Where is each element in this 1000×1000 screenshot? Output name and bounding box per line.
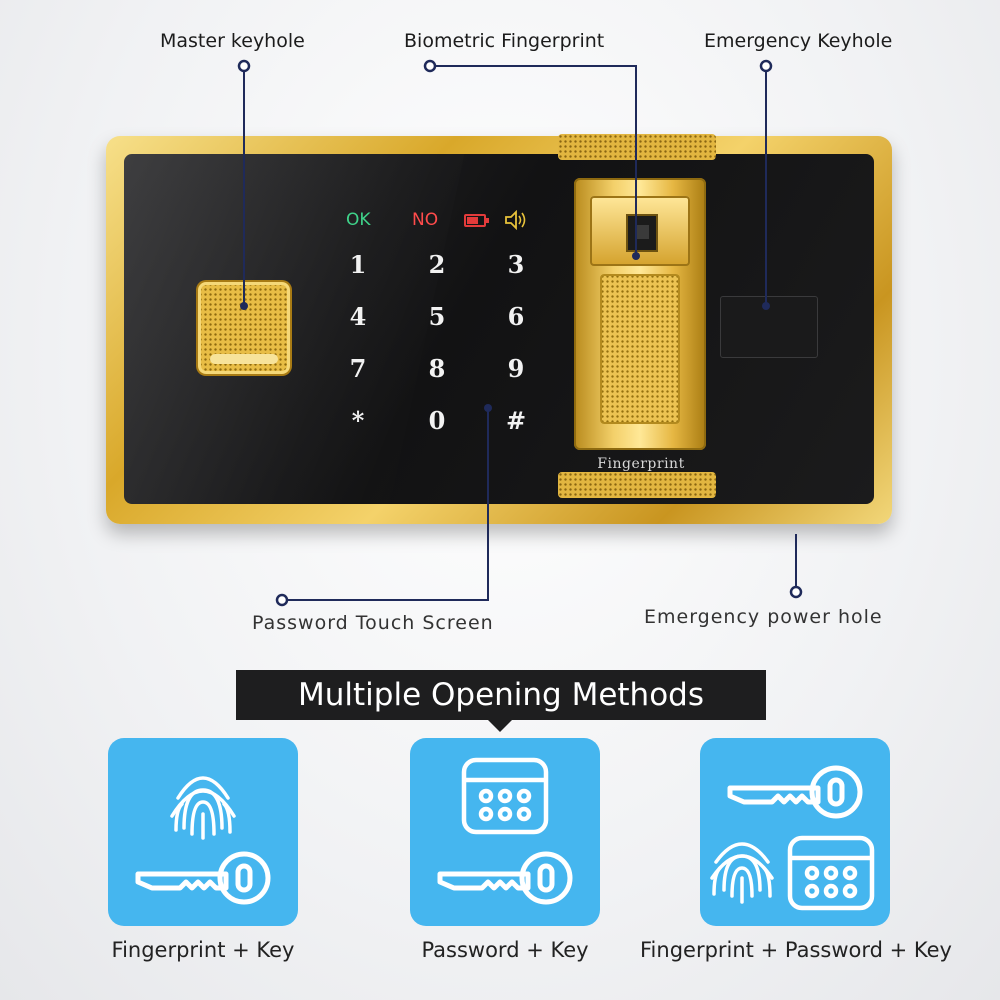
banner-notch bbox=[486, 718, 514, 732]
key-8[interactable]: 8 bbox=[428, 354, 446, 383]
key-icon bbox=[437, 851, 573, 905]
key-0[interactable]: 0 bbox=[428, 406, 446, 435]
speaker-icon bbox=[505, 210, 526, 230]
status-no-indicator: NO bbox=[412, 210, 439, 230]
speaker-grill-bottom bbox=[558, 472, 716, 498]
key-3[interactable]: 3 bbox=[507, 250, 525, 279]
fingerprint-grip bbox=[600, 274, 680, 424]
fingerprint-housing bbox=[574, 178, 706, 450]
key-hash[interactable]: # bbox=[505, 406, 527, 435]
key-icon bbox=[135, 851, 271, 905]
key-4[interactable]: 4 bbox=[349, 302, 367, 331]
key-5[interactable]: 5 bbox=[428, 302, 446, 331]
keypad-icon bbox=[787, 835, 875, 911]
panel-glass: OK NO 1 2 3 4 5 6 7 8 9 * 0 # bbox=[124, 154, 874, 504]
battery-icon bbox=[464, 214, 489, 227]
safe-control-panel: OK NO 1 2 3 4 5 6 7 8 9 * 0 # bbox=[106, 134, 892, 524]
section-banner: Multiple Opening Methods bbox=[236, 670, 766, 720]
key-7[interactable]: 7 bbox=[349, 354, 367, 383]
fingerprint-label: Fingerprint bbox=[597, 456, 685, 472]
method-card-password-key bbox=[410, 738, 600, 926]
keypad-icon bbox=[461, 757, 549, 835]
callout-emergency-keyhole: Emergency Keyhole bbox=[704, 30, 893, 52]
callout-password-touch-screen: Password Touch Screen bbox=[252, 612, 494, 634]
method-card-fingerprint-password-key bbox=[700, 738, 890, 926]
status-ok-indicator: OK bbox=[346, 210, 371, 230]
fingerprint-sensor[interactable] bbox=[626, 214, 658, 252]
method-card-fingerprint-key bbox=[108, 738, 298, 926]
key-1[interactable]: 1 bbox=[349, 250, 367, 279]
callout-emergency-power-hole: Emergency power hole bbox=[644, 606, 883, 628]
fingerprint-head bbox=[590, 196, 690, 266]
callout-master-keyhole: Master keyhole bbox=[160, 30, 305, 52]
method-label-fingerprint-password-key: Fingerprint + Password + Key bbox=[640, 938, 952, 962]
fingerprint-icon bbox=[710, 842, 774, 904]
key-star[interactable]: * bbox=[351, 406, 365, 435]
fingerprint-icon bbox=[170, 776, 236, 840]
method-label-password-key: Password + Key bbox=[421, 938, 589, 962]
key-icon bbox=[727, 765, 863, 819]
key-2[interactable]: 2 bbox=[428, 250, 446, 279]
key-9[interactable]: 9 bbox=[507, 354, 525, 383]
callout-biometric-fingerprint: Biometric Fingerprint bbox=[404, 30, 605, 52]
keyhole-slot bbox=[210, 354, 278, 364]
method-label-fingerprint-key: Fingerprint + Key bbox=[111, 938, 295, 962]
key-6[interactable]: 6 bbox=[507, 302, 525, 331]
